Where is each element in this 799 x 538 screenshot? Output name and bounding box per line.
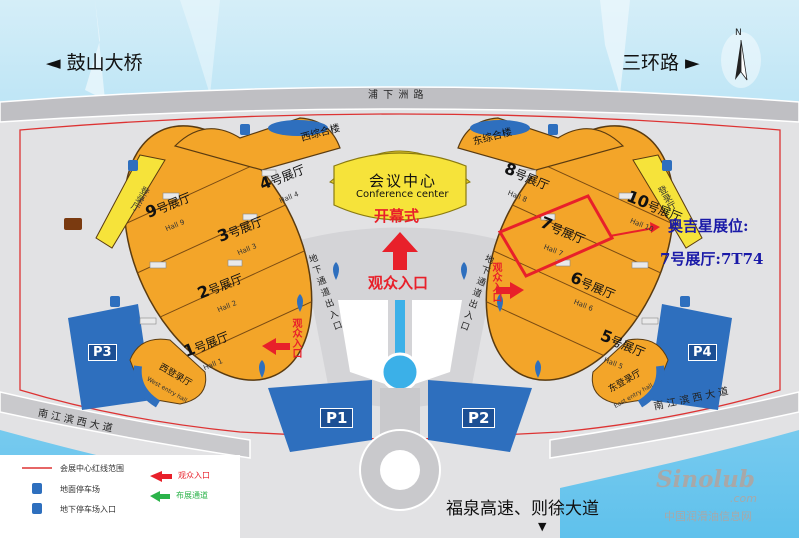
watermark-site: 中国润滑油信息网 xyxy=(664,510,752,523)
road-label-third-ring: 三环路 ► xyxy=(622,52,700,74)
bridge-graphic-right xyxy=(600,0,630,95)
right-coastal-road xyxy=(549,391,799,459)
passage-marker xyxy=(242,213,258,221)
plaza-fountain xyxy=(395,300,405,360)
underground-entry-marker xyxy=(333,262,339,280)
compass xyxy=(721,32,761,88)
parking-marker xyxy=(110,296,120,307)
conference-name-cn: 会议中心 xyxy=(369,172,438,190)
passage-marker xyxy=(149,261,167,269)
underground-entry-marker xyxy=(297,294,303,312)
passage-marker xyxy=(521,169,537,177)
legend-underground-label: 地下停车场入口 xyxy=(60,505,116,514)
east-entry-canopy xyxy=(637,365,665,408)
west-hall-group xyxy=(89,117,350,408)
plaza-lawn-left xyxy=(338,300,388,385)
audience-entrance-label: 观众入口 xyxy=(368,274,429,292)
legend-passage-arrow xyxy=(150,491,170,502)
conference-center xyxy=(329,150,471,221)
watermark-brand: Sinolub xyxy=(656,466,755,493)
west-audience-entrance-label: 观众入口 xyxy=(290,318,301,358)
chevron-down-icon: ▼ xyxy=(538,520,547,533)
main-entrance-arrow xyxy=(382,232,418,270)
underground-entry-marker xyxy=(259,360,265,378)
passage-marker xyxy=(139,317,157,325)
conference-name-en: Conference center xyxy=(356,189,449,200)
legend-panel xyxy=(0,455,240,538)
legend-underground-icon xyxy=(32,503,42,514)
underground-entry-marker xyxy=(461,262,467,280)
parking-marker xyxy=(680,296,690,307)
passage-marker xyxy=(540,213,556,221)
passage-marker xyxy=(261,169,277,177)
west-entry-hall xyxy=(129,338,207,405)
north-arrow-icon xyxy=(735,40,741,80)
compass-north-label: N xyxy=(735,28,742,38)
legend-passage-label: 布展通道 xyxy=(176,491,208,500)
road-label-puxiazhou: 浦 下 洲 路 xyxy=(368,90,425,101)
booth-title: 奥吉星展位: xyxy=(668,217,749,235)
east-wing-entry xyxy=(632,154,703,249)
left-coastal-road xyxy=(0,391,251,459)
underground-entry-marker xyxy=(535,360,541,378)
legend-audience-label: 观众入口 xyxy=(178,471,210,480)
east-complex-roof xyxy=(470,120,530,136)
parking-p3-label: P3 xyxy=(88,344,117,361)
bridge-graphic-mid xyxy=(180,0,220,95)
plaza-lawn-right xyxy=(412,300,462,385)
parking-p4-label: P4 xyxy=(688,344,717,361)
parking-p1-label: P1 xyxy=(320,408,354,428)
parking-marker xyxy=(240,124,250,135)
conference-building xyxy=(333,152,467,221)
west-entry-canopy xyxy=(133,365,161,408)
underground-entry-marker xyxy=(497,294,503,312)
legend-audience-arrow xyxy=(150,471,172,482)
passage-marker xyxy=(618,192,636,200)
booth-location: 7号展厅:7T74 xyxy=(660,250,764,268)
west-entrance-arrow xyxy=(262,338,290,355)
hall-7-highlight xyxy=(497,194,615,278)
west-halls-outline xyxy=(123,125,313,381)
passage-marker xyxy=(641,317,659,325)
parking-marker xyxy=(662,160,672,171)
booth-pointer-line xyxy=(609,227,655,237)
parking-marker xyxy=(128,160,138,171)
top-arc-road xyxy=(0,86,799,123)
booth-pointer-head xyxy=(650,222,660,233)
legend-parking-label: 地面停车场 xyxy=(60,485,100,494)
parking-p2-label: P2 xyxy=(462,408,496,428)
east-entry-hall xyxy=(591,338,669,405)
plaza-roundabout xyxy=(380,352,420,392)
roundabout-island xyxy=(380,450,420,490)
west-complex-roof xyxy=(268,120,328,136)
road-label-fuquan: 福泉高速、则徐大道 xyxy=(446,499,599,519)
west-wing-entry xyxy=(95,154,166,249)
parking-marker xyxy=(548,124,558,135)
passage-marker xyxy=(631,261,649,269)
passage-marker xyxy=(162,192,180,200)
legend-parking-icon xyxy=(32,483,42,494)
road-label-gushan-bridge: ◄ 鼓山大桥 xyxy=(46,52,143,74)
passage-marker xyxy=(227,259,243,267)
opening-ceremony-label: 开幕式 xyxy=(374,207,420,225)
legend-boundary-label: 会展中心红线范围 xyxy=(60,464,124,473)
watermark-domain: .com xyxy=(730,492,757,505)
boundary-line xyxy=(19,113,781,441)
east-audience-entrance-label: 观众入口 xyxy=(490,262,501,302)
restaurant-icon xyxy=(64,218,82,230)
bridge-graphic-left xyxy=(85,0,105,100)
east-entrance-arrow xyxy=(496,282,524,299)
